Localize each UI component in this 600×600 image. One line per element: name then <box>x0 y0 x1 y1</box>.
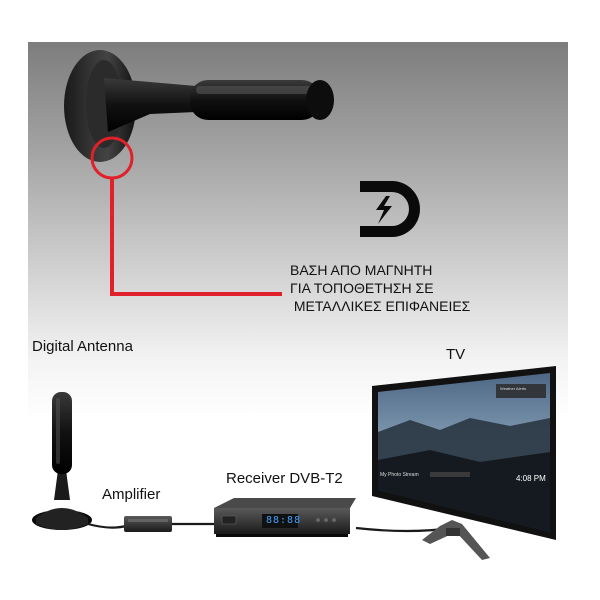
receiver-dvb-t2-image <box>214 498 356 537</box>
receiver-label: Receiver DVB-T2 <box>226 470 343 487</box>
receiver-display: 88:88 <box>266 515 302 526</box>
magnet-base-highlight <box>90 136 282 296</box>
tv-notification-title: Weather Alerts <box>500 386 527 391</box>
caption-line-3: ΜΕΤΑΛΛΙΚΕΣ ΕΠΙΦΑΝΕΙΕΣ <box>290 297 471 314</box>
tv-clock: 4:08 PM <box>516 474 546 483</box>
magnetic-base-caption: ΒΑΣΗ ΑΠΟ ΜΑΓΝΗΤΗ ΓΙΑ ΤΟΠΟΘΕΤΗΣΗ ΣΕ ΜΕΤΑΛ… <box>290 262 490 316</box>
caption-line-2: ΓΙΑ ΤΟΠΟΘΕΤΗΣΗ ΣΕ <box>290 279 434 296</box>
digital-antenna-label: Digital Antenna <box>32 338 133 355</box>
caption-line-1: ΒΑΣΗ ΑΠΟ ΜΑΓΝΗΤΗ <box>290 262 433 278</box>
digital-antenna-image <box>32 392 92 530</box>
tv-label: TV <box>446 346 466 363</box>
magnet-icon <box>360 181 420 237</box>
tv-image <box>372 366 556 560</box>
amplifier-label: Amplifier <box>102 486 161 503</box>
amplifier-image <box>124 516 172 532</box>
antenna-closeup-image <box>64 50 334 162</box>
tv-tile-text: My Photo Stream <box>380 472 419 478</box>
